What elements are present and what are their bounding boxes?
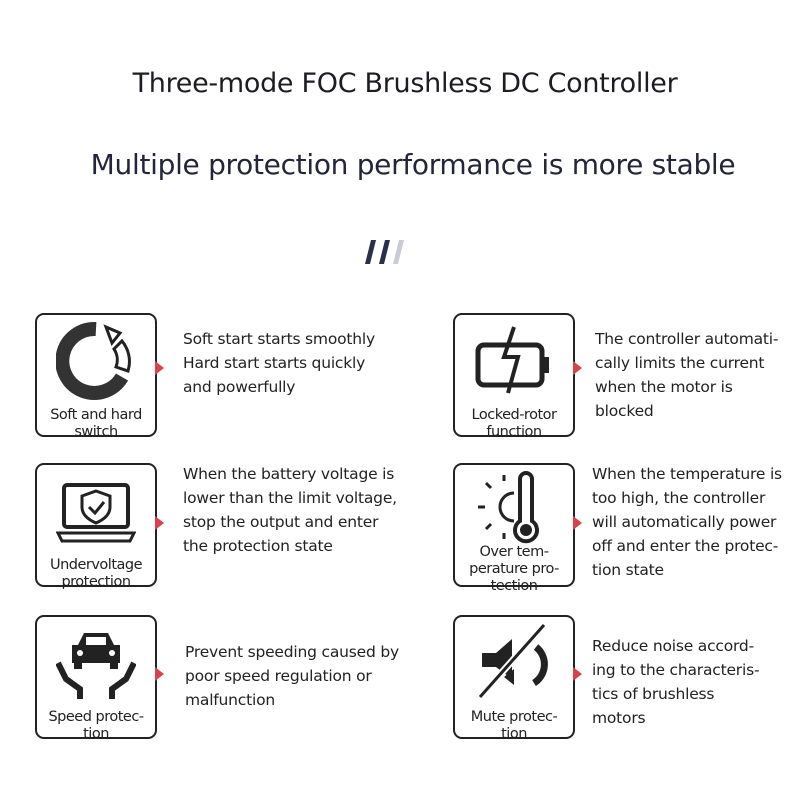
- feature-box-locked-rotor: Locked-rotor function: [453, 313, 575, 440]
- soft-hard-switch-icon: [56, 321, 131, 400]
- feature-box-mute-protection: Mute protec- tion: [453, 615, 575, 742]
- page-subtitle: Multiple protection performance is more …: [90, 148, 736, 181]
- feature-description: The controller automati- cally limits th…: [595, 330, 779, 420]
- feature-box-undervoltage: Undervoltage protection: [35, 463, 157, 590]
- feature-label: Soft and hard switch: [50, 407, 142, 440]
- slash-decoration: [365, 240, 404, 264]
- pointer-arrow-icon: [573, 361, 582, 375]
- feature-box-over-temperature: Over tem- perature pro- tection: [453, 463, 575, 594]
- over-temperature-thermometer-icon: [478, 471, 539, 544]
- feature-label: Over tem- perature pro- tection: [469, 544, 559, 594]
- undervoltage-laptop-shield-icon: [56, 483, 136, 543]
- feature-label: Mute protec- tion: [470, 709, 558, 742]
- page-title: Three-mode FOC Brushless DC Controller: [132, 68, 678, 99]
- locked-rotor-battery-icon: [475, 326, 549, 394]
- pointer-arrow-icon: [155, 667, 164, 681]
- feature-label: Speed protec- tion: [48, 709, 144, 742]
- pointer-arrow-icon: [155, 361, 164, 375]
- feature-box-speed-protection: Speed protec- tion: [35, 615, 157, 742]
- feature-description: Soft start starts smoothly Hard start st…: [183, 330, 375, 396]
- feature-box-soft-hard-switch: Soft and hard switch: [35, 313, 157, 440]
- pointer-arrow-icon: [573, 516, 582, 530]
- speed-car-hands-icon: [56, 633, 136, 699]
- feature-description: Reduce noise accord- ing to the characte…: [592, 637, 760, 727]
- pointer-arrow-icon: [573, 667, 582, 681]
- feature-description: When the temperature is too high, the co…: [592, 465, 782, 579]
- mute-speaker-icon: [477, 623, 548, 700]
- feature-label: Locked-rotor function: [471, 407, 557, 440]
- feature-label: Undervoltage protection: [49, 557, 143, 590]
- feature-description: When the battery voltage is lower than t…: [183, 465, 397, 555]
- pointer-arrow-icon: [155, 516, 164, 530]
- feature-description: Prevent speeding caused by poor speed re…: [185, 643, 399, 709]
